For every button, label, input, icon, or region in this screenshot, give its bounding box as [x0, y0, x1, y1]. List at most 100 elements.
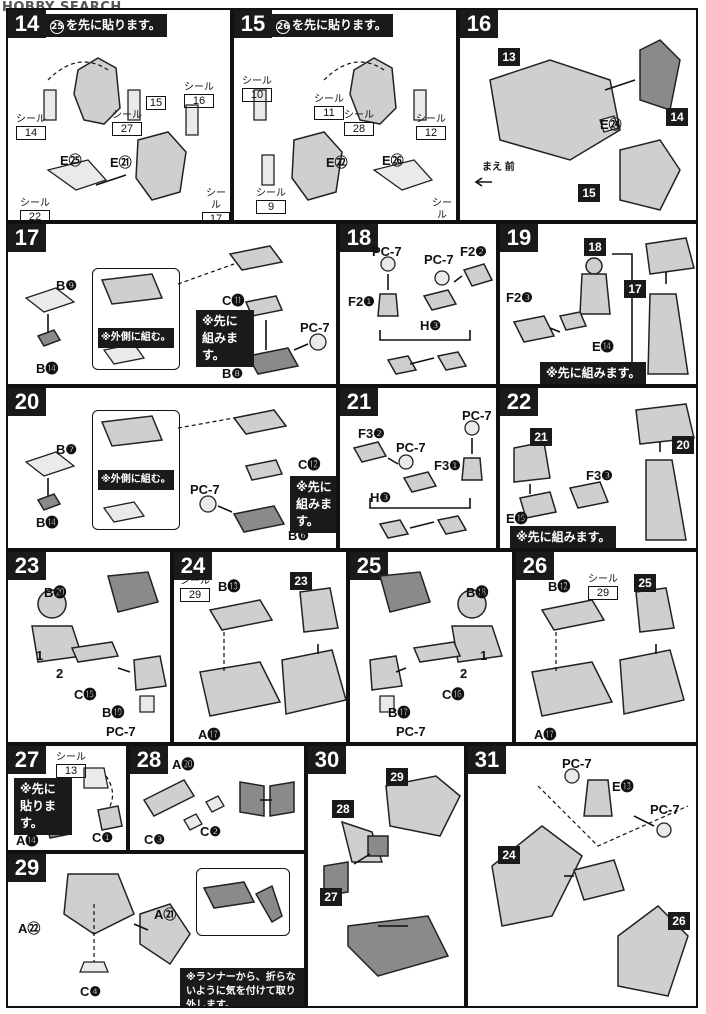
part-label: E㉑: [110, 155, 132, 170]
step-22: 22 21 20 F3❸ E⓯ ※先に組みます。: [498, 386, 698, 550]
part-label: PC-7: [190, 482, 220, 497]
step-number: 21: [340, 388, 378, 416]
part-label: F2❷: [460, 244, 487, 259]
step-19-illustration: [512, 237, 695, 375]
step-number: 30: [308, 746, 346, 774]
step-21: 21 PC-7 F3❷ PC-7 F3❶ H❸: [338, 386, 498, 550]
part-label: H❸: [370, 490, 392, 505]
step-23-illustration: [31, 571, 167, 713]
step-ref-25: 25: [634, 574, 656, 592]
part-label: A⓱: [198, 727, 221, 742]
part-label: C❹: [80, 984, 102, 999]
part-label: E㉔: [600, 117, 622, 132]
step-ref-20: 20: [672, 436, 694, 454]
assemble-first-note: ※先に組みます。: [510, 526, 617, 548]
step-number: 28: [130, 746, 168, 774]
step-31: 31 PC-7 E⓭ PC-7 24 26: [466, 744, 698, 1008]
step-16: 16 13 14 E㉔ 15 まえ 前: [458, 8, 698, 222]
part-label: E㉕: [60, 153, 82, 168]
step-ref-29: 29: [386, 768, 408, 786]
step-22-illustration: [513, 403, 695, 541]
part-label: PC-7: [396, 440, 426, 455]
marker-label: 1: [480, 648, 488, 663]
inner-note: ※外側に組む。: [98, 470, 174, 490]
part-label: E⓭: [612, 779, 634, 794]
step-number: 31: [468, 746, 506, 774]
part-label: B⓭: [218, 579, 241, 594]
step-ref-15: 15: [578, 184, 600, 202]
step-number: 25: [350, 552, 388, 580]
step-ref-18: 18: [584, 238, 606, 256]
step-24-illustration: [199, 587, 346, 717]
part-label: E⓮: [592, 339, 614, 354]
step-number: 19: [500, 224, 538, 252]
part-label: E㉒: [326, 155, 348, 170]
inner-note: ※外側に組む。: [98, 328, 174, 348]
step-ref-28: 28: [332, 800, 354, 818]
marker-label: 2: [460, 666, 468, 681]
assemble-first-note: ※先に組みます。: [196, 310, 254, 367]
step-30: 30 29 28 27: [306, 744, 466, 1008]
part-label: F3❸: [586, 468, 613, 483]
part-label: C⓯: [74, 687, 97, 702]
part-label: B❽: [222, 366, 244, 381]
step-30-illustration: [323, 775, 461, 977]
step-25-illustration: [369, 571, 503, 713]
part-label: B⓴: [44, 585, 67, 600]
seal-mark: 25: [50, 20, 64, 34]
part-label: PC-7: [372, 244, 402, 259]
step-ref-23: 23: [290, 572, 312, 590]
step-number: 22: [500, 388, 538, 416]
step-ref-14: 14: [666, 108, 688, 126]
step-17: 17 B❾ B⓮ C⓫ B❽ PC-7 ※外側に組む。 ※先に組みます。: [6, 222, 338, 386]
step-23: 23 B⓴ C⓯ B⓳ PC-7 1 2: [6, 550, 172, 744]
part-label: B⓮: [36, 361, 59, 376]
part-label: B⓱: [388, 705, 411, 720]
step-20-illustration: [24, 409, 288, 533]
part-label: PC-7: [462, 408, 492, 423]
part-label: PC-7: [106, 724, 136, 739]
seal-label: シール21: [428, 198, 456, 220]
part-label: F3❶: [434, 458, 461, 473]
part-label: A⓮: [16, 833, 39, 848]
step-16-illustration: [474, 39, 681, 211]
step-ref-26: 26: [668, 912, 690, 930]
step-number: 23: [8, 552, 46, 580]
part-label: A⓴: [172, 757, 195, 772]
runner-removal-note: ※ランナーから、折らないように気を付けて取り外します。: [180, 968, 304, 1006]
step-20: 20 B❼ B⓮ C⓬ B❻ PC-7 ※外側に組む。 ※先に組みます。: [6, 386, 338, 550]
step-17-illustration: [24, 245, 327, 375]
part-label: C⓬: [298, 457, 321, 472]
part-label: B⓳: [102, 705, 125, 720]
part-label: F2❶: [348, 294, 375, 309]
part-label: B⓬: [548, 579, 571, 594]
part-label: E⓯: [506, 511, 528, 526]
step-ref-13: 13: [498, 48, 520, 66]
step-number: 27: [8, 746, 46, 774]
step-number: 15: [234, 10, 272, 38]
part-label: C⓰: [442, 687, 465, 702]
marker-label: 1: [36, 648, 44, 663]
seal-mark: 26: [276, 20, 290, 34]
part-label: B❼: [56, 442, 78, 457]
part-label: A⓱: [534, 727, 557, 742]
part-label: C❶: [92, 830, 114, 845]
step-ref-21: 21: [530, 428, 552, 446]
part-label: H❸: [420, 318, 442, 333]
